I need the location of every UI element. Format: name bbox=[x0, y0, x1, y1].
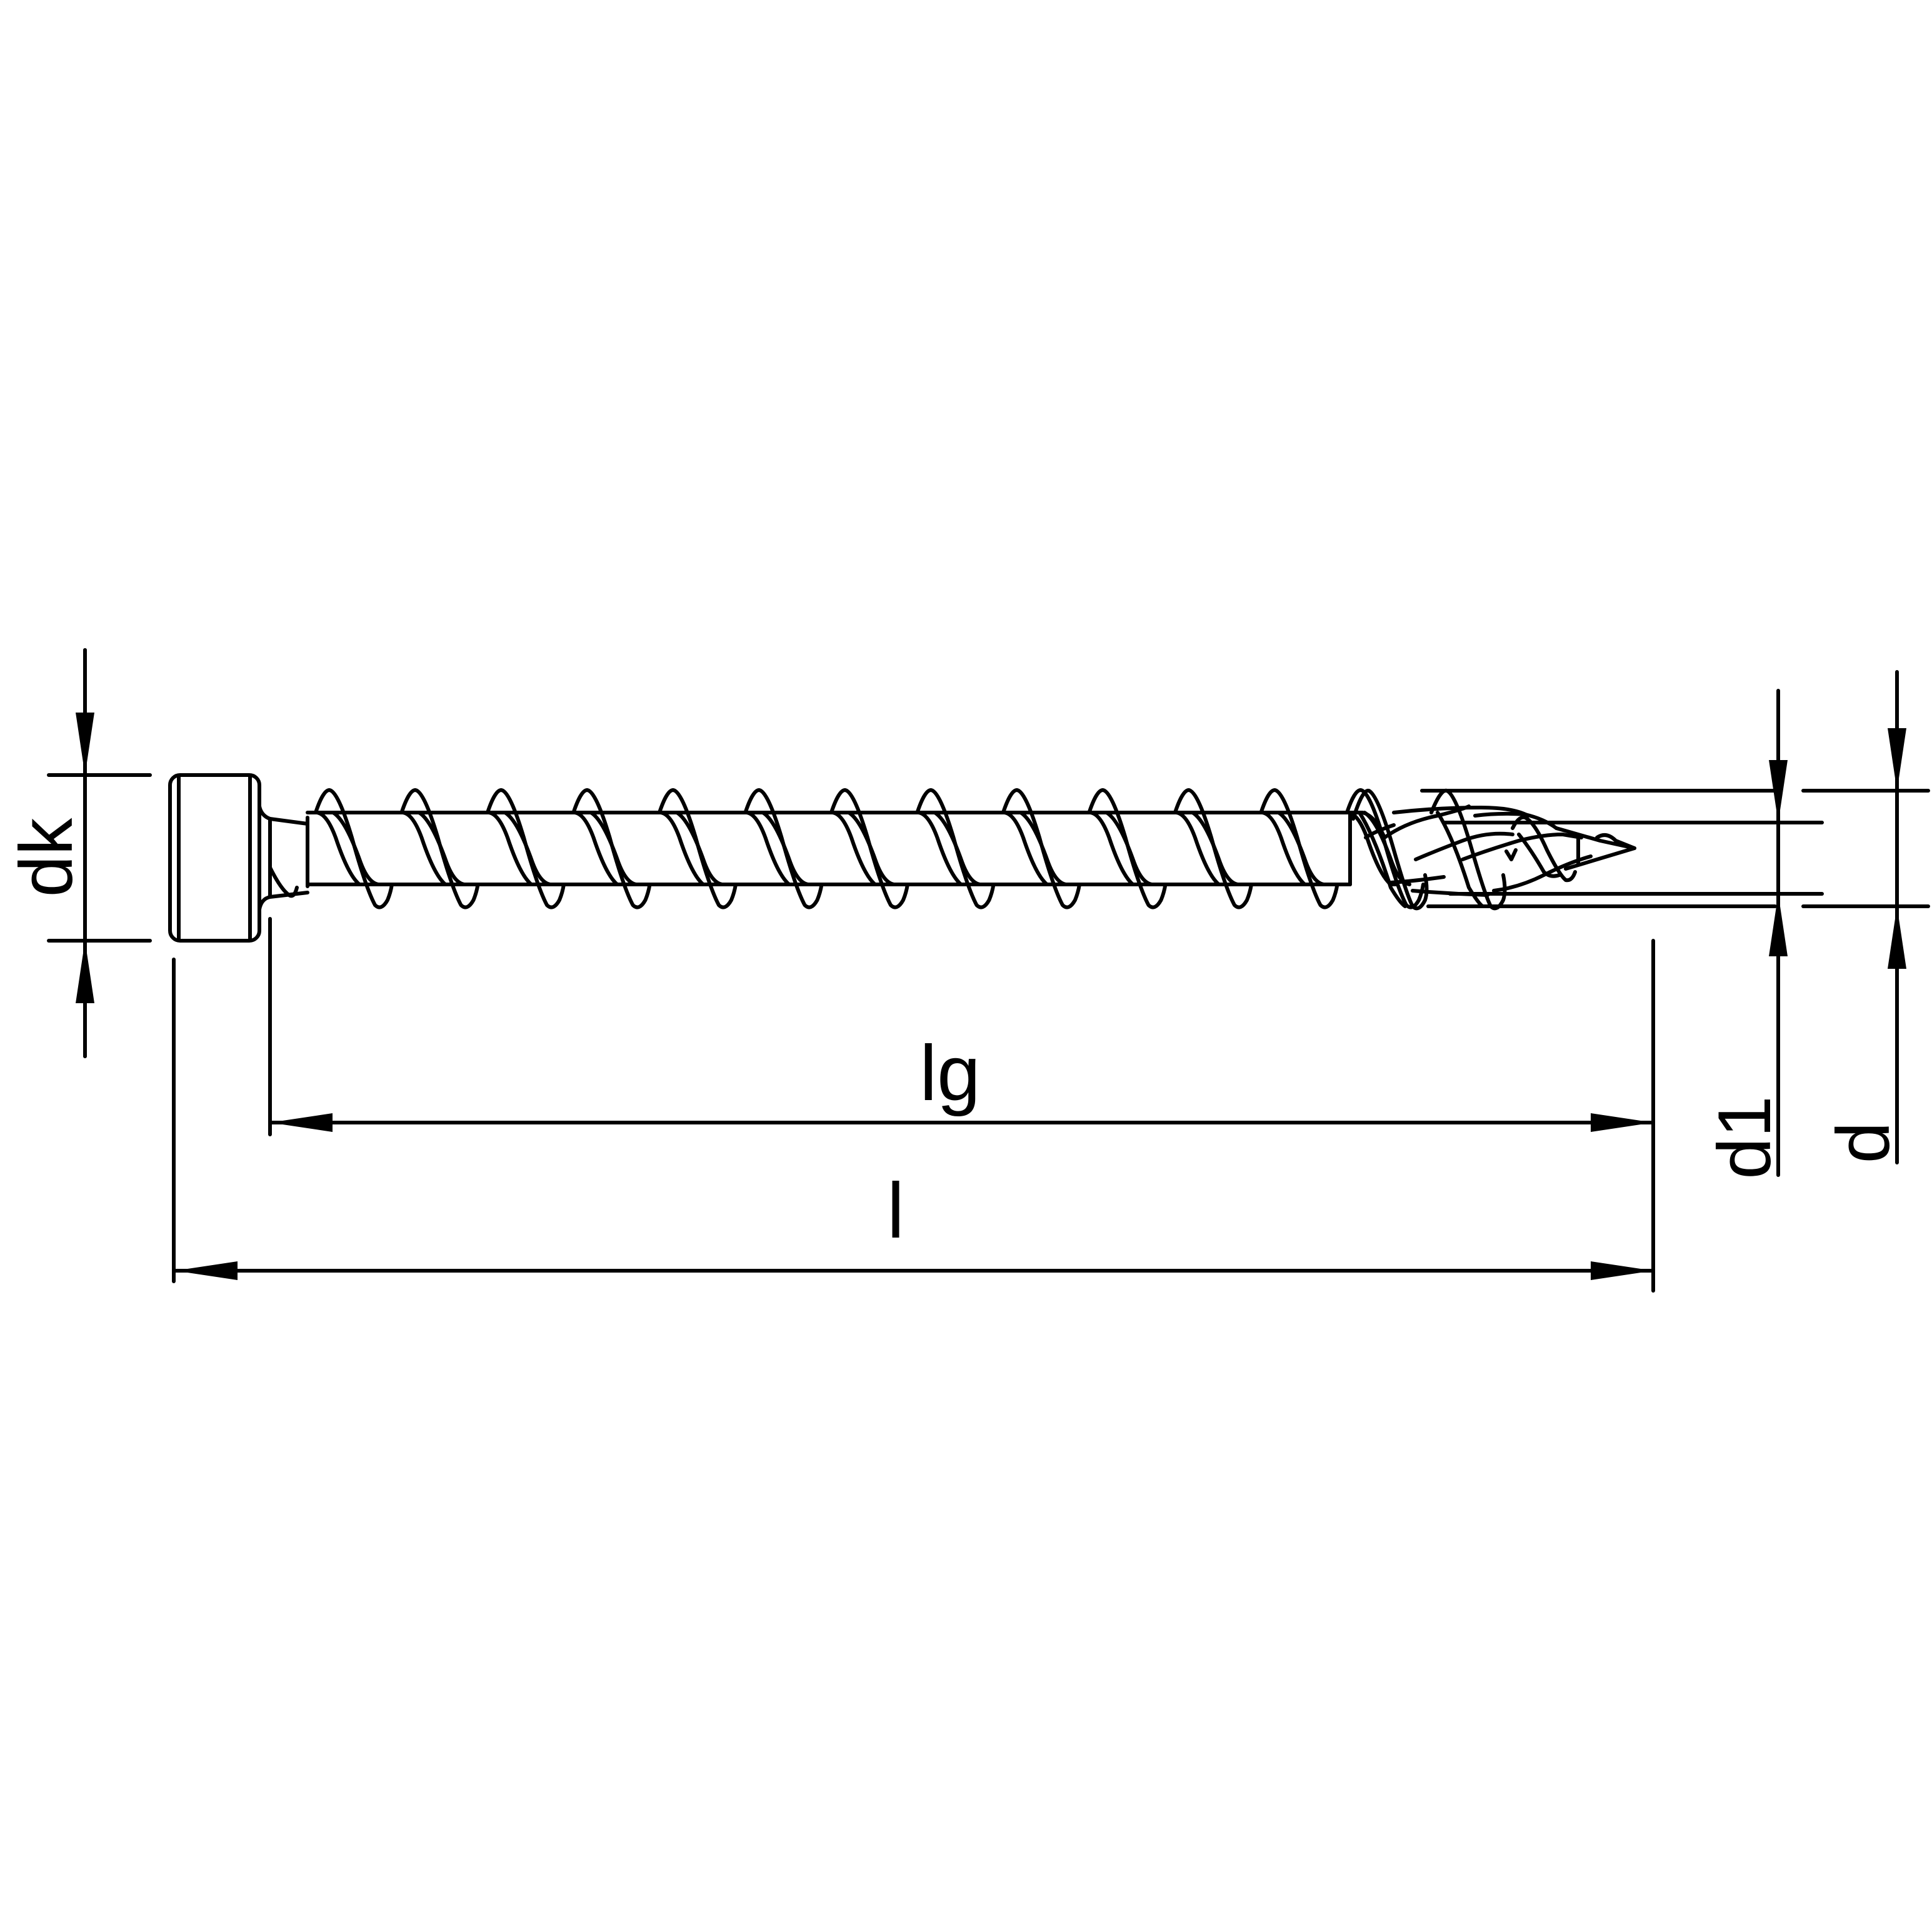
thread-flank bbox=[829, 788, 909, 909]
thread-flank bbox=[1019, 811, 1068, 886]
thread-flank bbox=[417, 811, 466, 886]
thread-flank bbox=[1003, 811, 1054, 886]
thread-flank bbox=[1088, 811, 1140, 886]
thread-flank bbox=[503, 811, 552, 886]
thread-flank bbox=[399, 788, 480, 909]
thread-flank bbox=[915, 788, 996, 909]
label-l: l bbox=[887, 1168, 904, 1254]
dimension-d1 bbox=[1442, 689, 1824, 1177]
thread-flank bbox=[487, 811, 538, 886]
thread-flank bbox=[933, 811, 982, 886]
label-dk: dk bbox=[4, 818, 88, 898]
thread-flank bbox=[314, 788, 394, 909]
thread-flank bbox=[744, 811, 796, 886]
thread-flank bbox=[1104, 811, 1154, 886]
dimension-dk bbox=[47, 648, 152, 1058]
screw-threads bbox=[314, 788, 1425, 909]
thread-flank bbox=[1191, 811, 1239, 886]
thread-flank bbox=[1345, 788, 1425, 909]
thread-flank bbox=[401, 811, 453, 886]
thread-flank bbox=[1087, 788, 1168, 909]
dimension-l bbox=[172, 958, 1655, 1283]
thread-flank bbox=[658, 788, 738, 909]
thread-flank bbox=[589, 811, 638, 886]
dimension-lg bbox=[268, 917, 1655, 1293]
thread-flank bbox=[1276, 811, 1326, 886]
screw-core bbox=[306, 811, 1352, 886]
thread-flank bbox=[831, 811, 882, 886]
label-d: d bbox=[1821, 1122, 1905, 1164]
thread-flank bbox=[659, 811, 710, 886]
thread-flank bbox=[315, 811, 366, 886]
thread-flank bbox=[331, 811, 380, 886]
thread-flank bbox=[1173, 788, 1253, 909]
thread-flank bbox=[916, 811, 968, 886]
thread-flank bbox=[761, 811, 810, 886]
thread-flank bbox=[1260, 811, 1312, 886]
thread-flank bbox=[486, 788, 566, 909]
screw-head bbox=[168, 773, 309, 943]
thread-flank bbox=[1174, 811, 1226, 886]
thread-flank bbox=[1259, 788, 1339, 909]
dimension-d bbox=[1420, 670, 1930, 1164]
thread-flank bbox=[571, 788, 652, 909]
label-lg: lg bbox=[919, 1030, 980, 1117]
thread-flank bbox=[743, 788, 824, 909]
thread-flank bbox=[847, 811, 896, 886]
thread-flank bbox=[675, 811, 724, 886]
thread-flank bbox=[573, 811, 624, 886]
label-d1: d1 bbox=[1703, 1096, 1786, 1179]
drill-tip bbox=[1348, 788, 1636, 911]
thread-flank bbox=[1001, 788, 1081, 909]
